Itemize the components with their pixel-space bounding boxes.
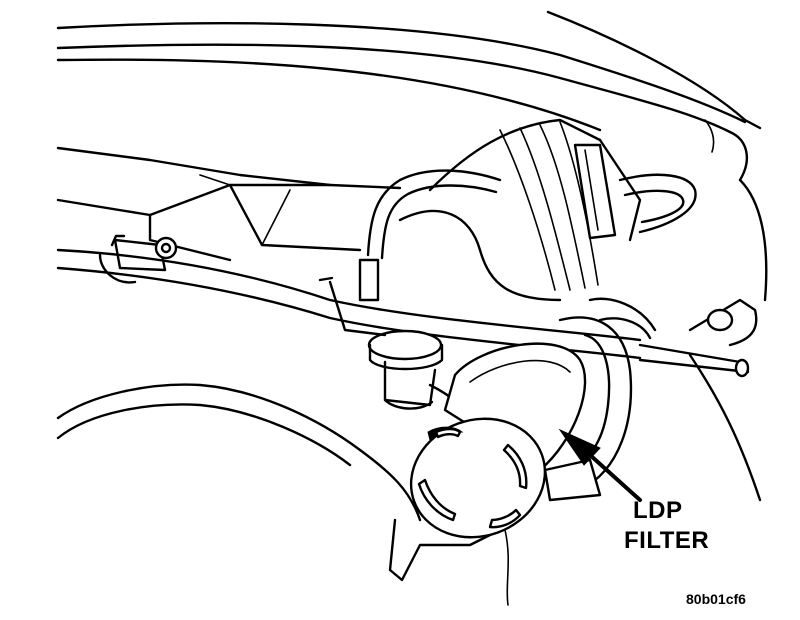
leak-detection-pump [318, 276, 480, 432]
ribbed-air-duct [398, 118, 642, 302]
callout-label-filter: FILTER [624, 527, 710, 554]
callout-arrow [558, 428, 642, 502]
figure-id: 80b01cf6 [686, 591, 746, 607]
fender-outline [56, 383, 510, 606]
vacuum-hose [358, 169, 697, 302]
hood-panel [56, 10, 768, 302]
cowl-air-box [56, 146, 402, 262]
support-rod [56, 234, 750, 378]
callout-label-ldp: LDP [633, 497, 683, 524]
ldp-filter [409, 342, 587, 539]
right-bracket [588, 297, 762, 502]
